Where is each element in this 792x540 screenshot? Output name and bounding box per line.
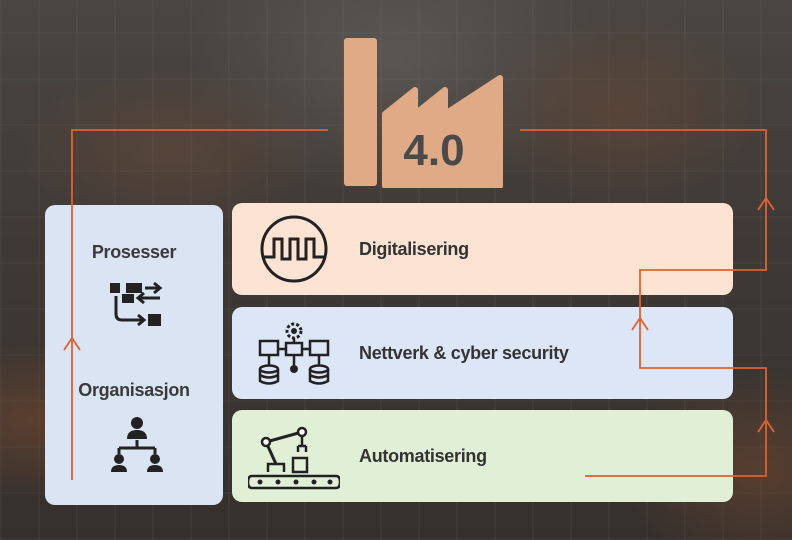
- card-automatisering: Automatisering: [232, 410, 733, 502]
- card-digitalisering: Digitalisering: [232, 203, 733, 295]
- left-item-label-prosesser: Prosesser: [91, 242, 177, 262]
- card-nettverk: Nettverk & cyber security: [232, 307, 733, 399]
- robot-arm-icon: [248, 426, 340, 490]
- network-gear-icon: [258, 322, 330, 385]
- left-panel: Prosesser Organisasjon: [45, 205, 223, 505]
- process-flow-icon: [110, 281, 163, 327]
- left-item-label-organisasjon: Organisasjon: [78, 380, 190, 400]
- card-label-automatisering: Automatisering: [359, 446, 487, 466]
- logo-chimney: [344, 38, 377, 186]
- card-label-nettverk: Nettverk & cyber security: [359, 343, 569, 363]
- logo-text: 4.0: [403, 126, 464, 175]
- digital-signal-icon: [260, 215, 328, 283]
- card-label-digitalisering: Digitalisering: [359, 239, 469, 259]
- industry-4-0-logo: 4.0: [344, 38, 503, 188]
- logo-factory-roof: [382, 75, 503, 188]
- org-chart-icon: [111, 417, 163, 472]
